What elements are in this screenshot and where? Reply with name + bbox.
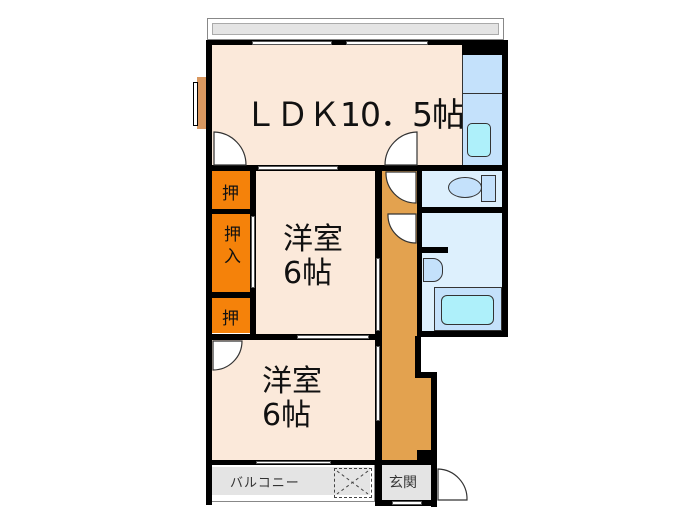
washbasin-icon bbox=[423, 258, 443, 282]
closet-mid bbox=[212, 214, 250, 292]
western-1-label: 洋室 6帖 bbox=[283, 222, 343, 291]
sink-icon bbox=[467, 123, 491, 157]
door-bathroom[interactable] bbox=[387, 213, 418, 245]
ldk-label: ＬＤＫ10．5帖 bbox=[244, 95, 465, 134]
bathtub-icon bbox=[441, 295, 494, 325]
entrance bbox=[382, 464, 432, 500]
door-ldk-left[interactable] bbox=[212, 130, 248, 166]
closet-top bbox=[212, 171, 250, 209]
hatch-icon bbox=[334, 468, 372, 498]
toilet-bowl-icon bbox=[448, 177, 482, 198]
balcony bbox=[207, 464, 375, 502]
door-western-2[interactable] bbox=[212, 340, 244, 372]
top-balcony bbox=[207, 18, 504, 40]
toilet-tank-icon bbox=[481, 175, 496, 202]
western-2-label: 洋室 6帖 bbox=[262, 364, 322, 433]
room-western-1 bbox=[255, 171, 375, 335]
room-ldk bbox=[212, 44, 462, 166]
door-ldk-right[interactable] bbox=[383, 130, 419, 166]
closet-bottom bbox=[212, 298, 250, 333]
door-toilet[interactable] bbox=[385, 171, 418, 205]
room-western-2 bbox=[212, 340, 375, 462]
door-entrance[interactable] bbox=[437, 468, 469, 502]
